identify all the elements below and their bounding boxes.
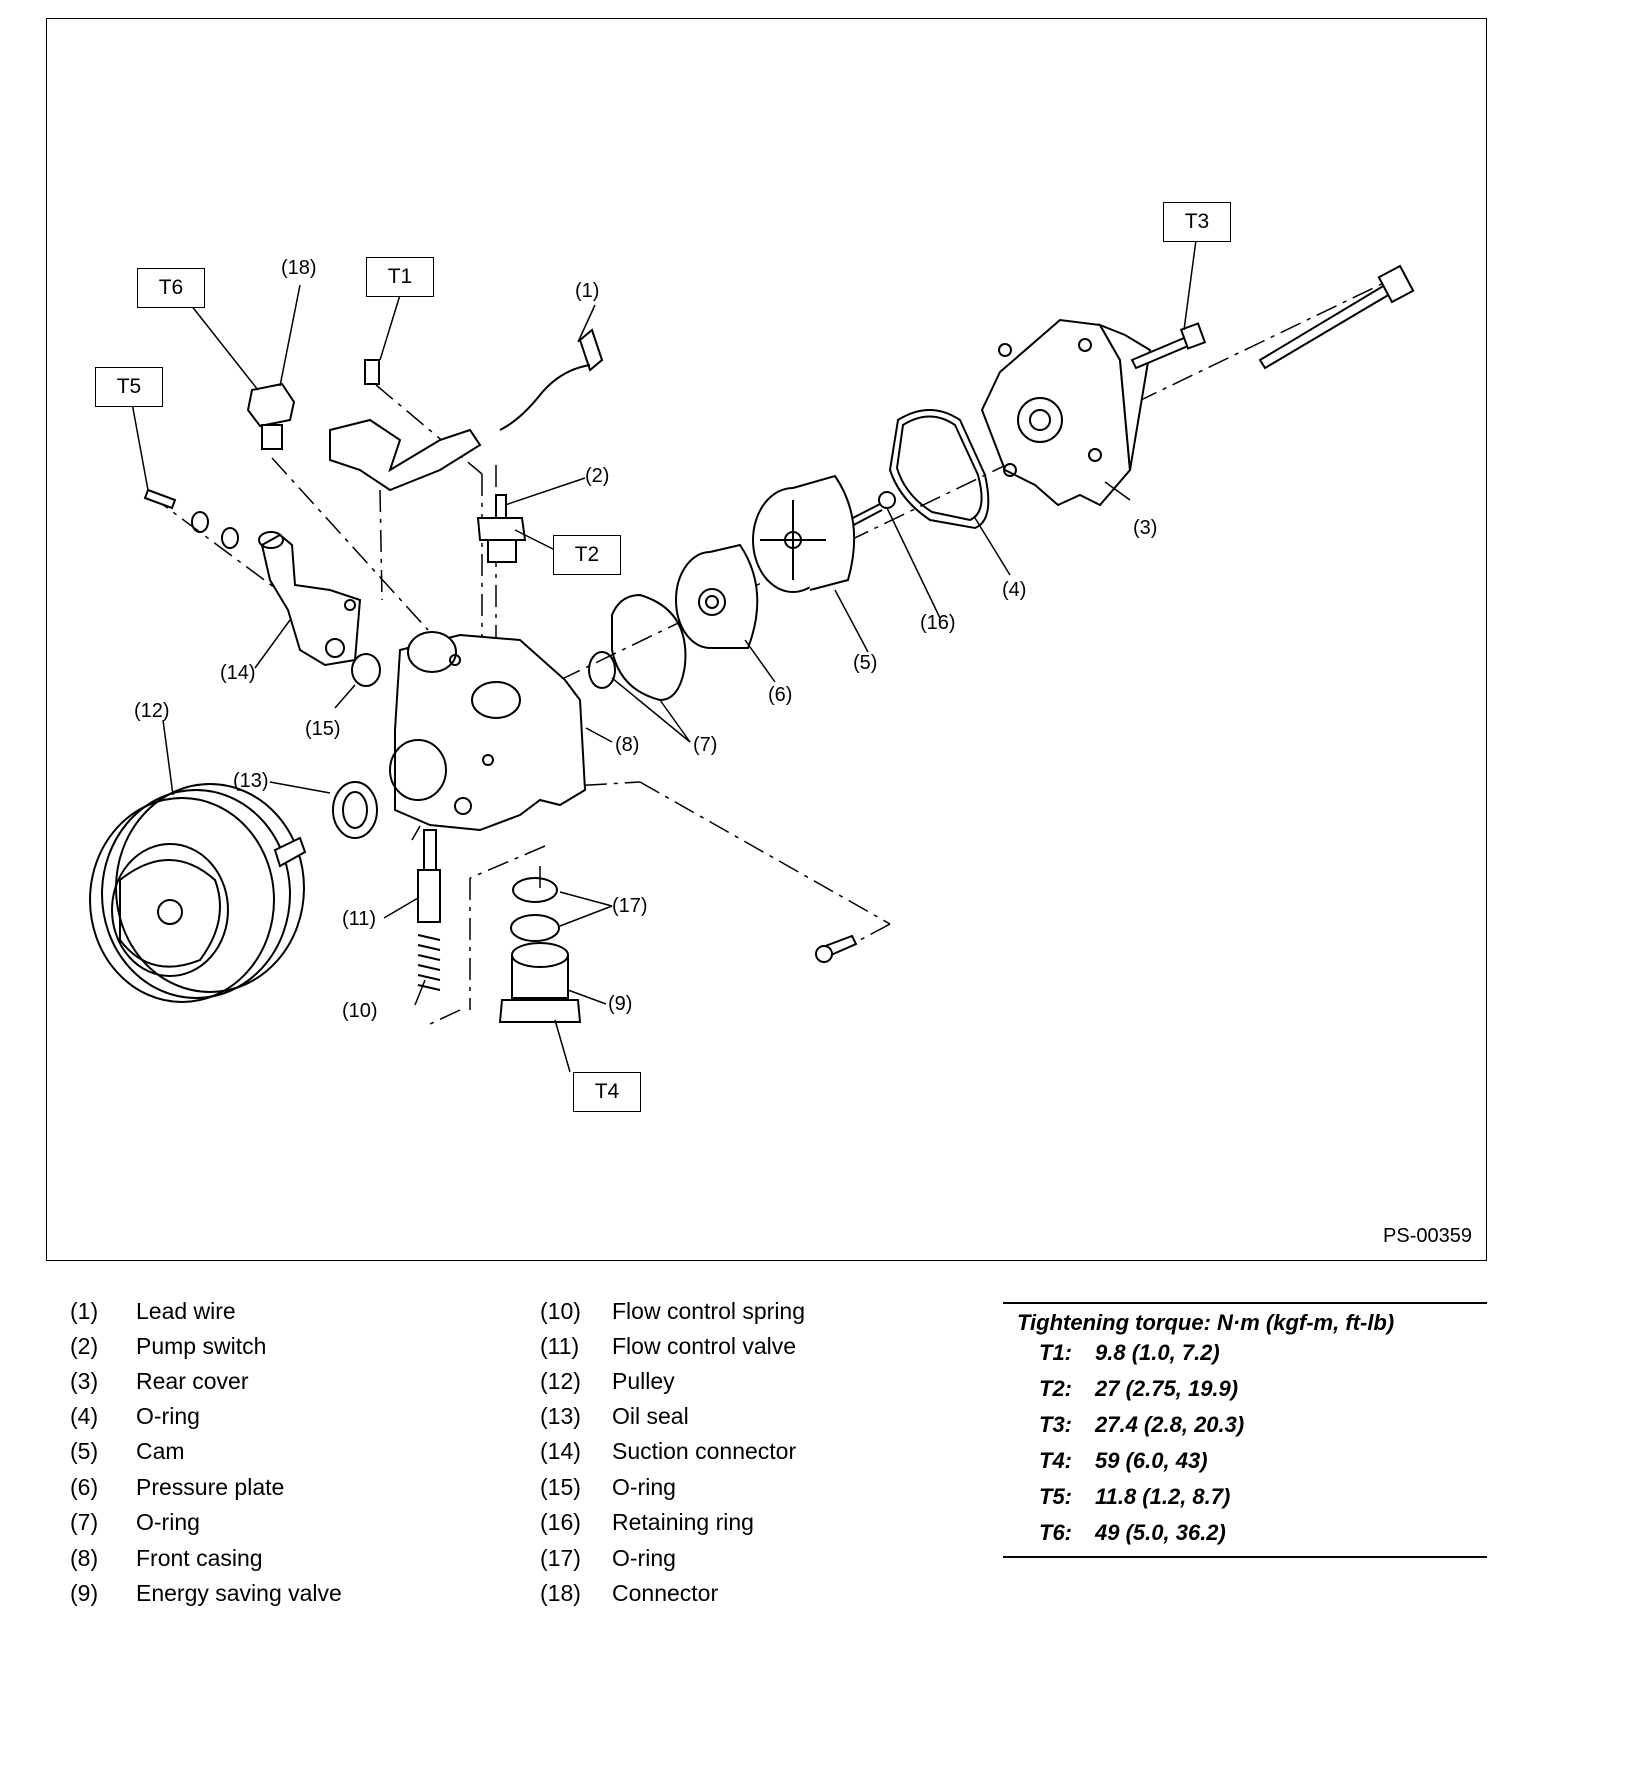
- diagram-frame: PS-00359: [46, 18, 1487, 1261]
- callout-5: (5): [853, 652, 878, 674]
- leader-lines: [131, 239, 1197, 1073]
- callout-12: (12): [134, 700, 170, 722]
- front-oring-large: [611, 593, 687, 702]
- torque-top-rule: [1003, 1302, 1487, 1304]
- callout-14: (14): [220, 662, 256, 684]
- flow-control-spring: [417, 934, 441, 991]
- valve-oring-bottom: [510, 914, 560, 942]
- torque-row: T5:11.8 (1.2, 8.7): [1039, 1484, 1231, 1509]
- callout-4: (4): [1002, 579, 1027, 601]
- t4-box: T4: [573, 1072, 641, 1112]
- t1-box: T1: [366, 257, 434, 297]
- retaining-ring: [878, 491, 896, 509]
- long-bolt: [1258, 264, 1415, 370]
- pressure-plate: [675, 543, 759, 649]
- torque-table: Tightening torque: N·m (kgf-m, ft-lb) T1…: [1003, 1302, 1487, 1558]
- callout-3: (3): [1133, 517, 1158, 539]
- callout-15: (15): [305, 718, 341, 740]
- torque-bottom-rule: [1003, 1556, 1487, 1558]
- figure-id: PS-00359: [1383, 1225, 1472, 1247]
- torque-heading: Tightening torque: N·m (kgf-m, ft-lb): [1017, 1310, 1395, 1335]
- callout-10: (10): [342, 1000, 378, 1022]
- rear-gasket: [888, 409, 990, 530]
- torque-row: T4:59 (6.0, 43): [1039, 1448, 1208, 1473]
- t5-bolt: [143, 488, 239, 549]
- callout-17: (17): [612, 895, 648, 917]
- callout-11: (11): [342, 908, 377, 930]
- callout-9: (9): [608, 993, 633, 1015]
- callout-18: (18): [281, 257, 317, 279]
- torque-row: T1:9.8 (1.0, 7.2): [1039, 1340, 1220, 1365]
- t2-box: T2: [553, 535, 621, 575]
- rear-cover: [980, 318, 1152, 507]
- t3-box: T3: [1163, 202, 1231, 242]
- cam: [752, 474, 856, 593]
- connector-fitting: [246, 382, 296, 450]
- suction-connector: [258, 531, 362, 667]
- oil-seal: [332, 781, 378, 839]
- torque-row: T2:27 (2.75, 19.9): [1039, 1376, 1239, 1401]
- t1-bolt-bracket: [329, 359, 482, 492]
- valve-oring-top: [512, 877, 558, 903]
- torque-row: T6:49 (5.0, 36.2): [1039, 1520, 1226, 1545]
- flow-control-valve: [417, 829, 441, 923]
- t5-box: T5: [95, 367, 163, 407]
- callout-13: (13): [233, 770, 269, 792]
- lead-wire: [499, 328, 604, 431]
- energy-saving-valve: [498, 942, 582, 1023]
- callout-16: (16): [920, 612, 956, 634]
- suction-oring: [351, 653, 381, 687]
- callout-2: (2): [585, 465, 610, 487]
- pump-switch: [476, 494, 527, 563]
- front-casing: [389, 631, 587, 832]
- callout-7: (7): [693, 734, 718, 756]
- callout-8: (8): [615, 734, 640, 756]
- pulley: [89, 783, 307, 1003]
- torque-row: T3:27.4 (2.8, 20.3): [1039, 1412, 1245, 1437]
- t3-bolt: [1130, 322, 1207, 370]
- t6-box: T6: [137, 268, 205, 308]
- callout-1: (1): [575, 280, 600, 302]
- front-oring-small: [588, 651, 616, 689]
- callout-6: (6): [768, 684, 793, 706]
